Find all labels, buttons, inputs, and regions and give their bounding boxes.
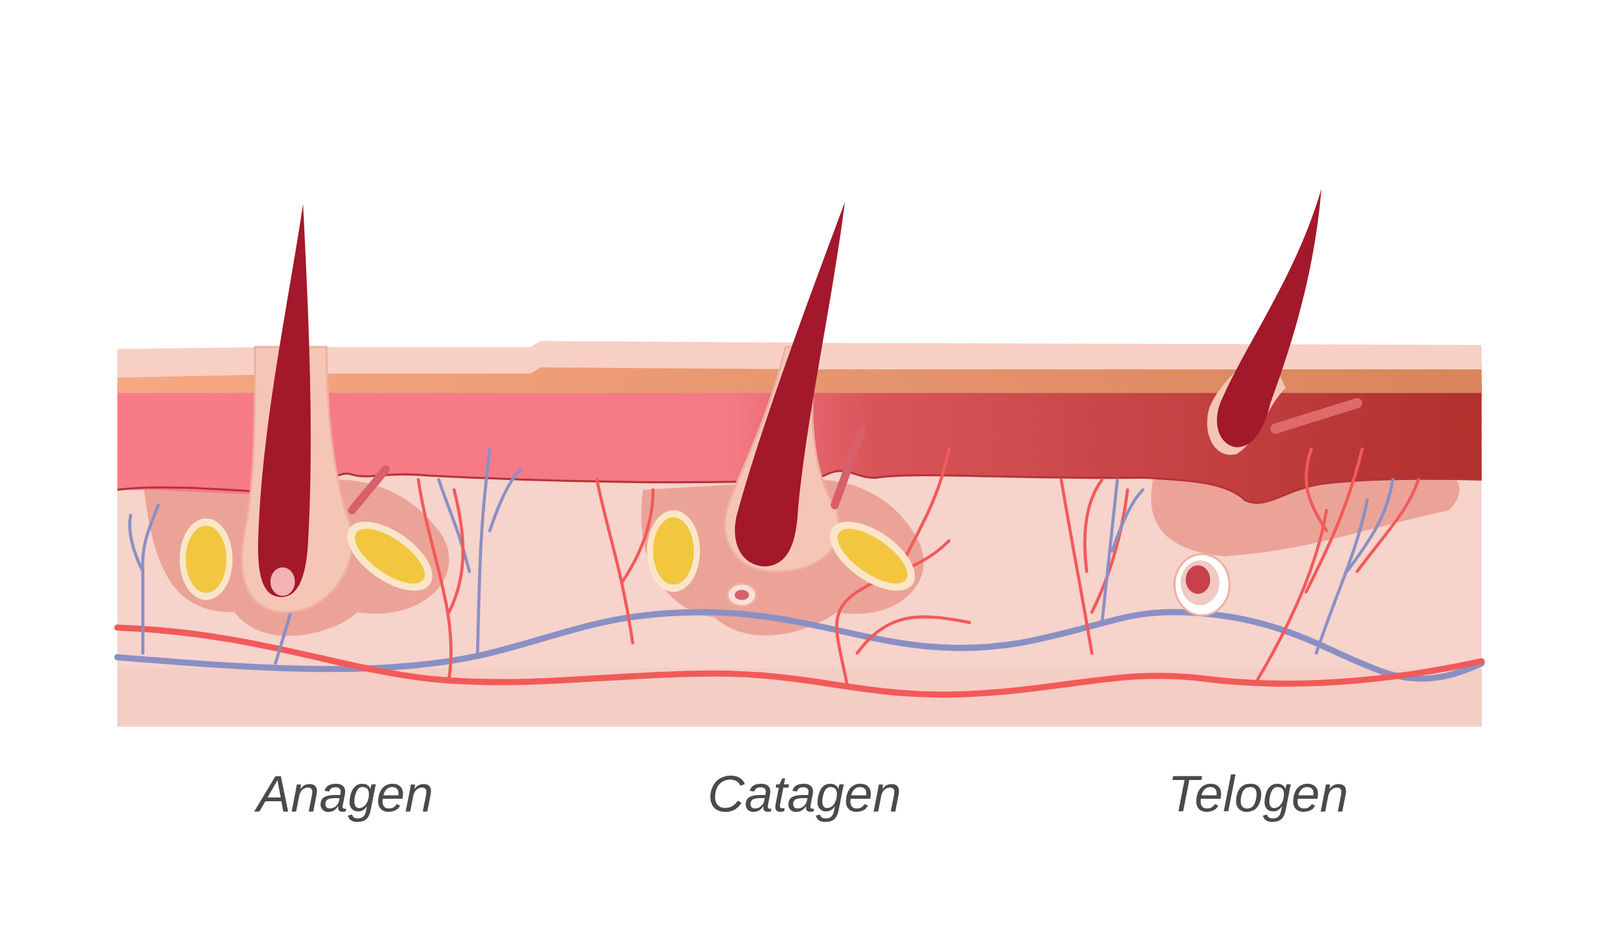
phase-label: Catagen xyxy=(707,765,902,822)
catagen-follicle xyxy=(646,201,927,607)
telogen-follicle xyxy=(1174,188,1357,615)
phase-label: Telogen xyxy=(1168,765,1349,822)
phase-label: Anagen xyxy=(256,765,434,822)
anagen-follicle xyxy=(179,204,444,613)
